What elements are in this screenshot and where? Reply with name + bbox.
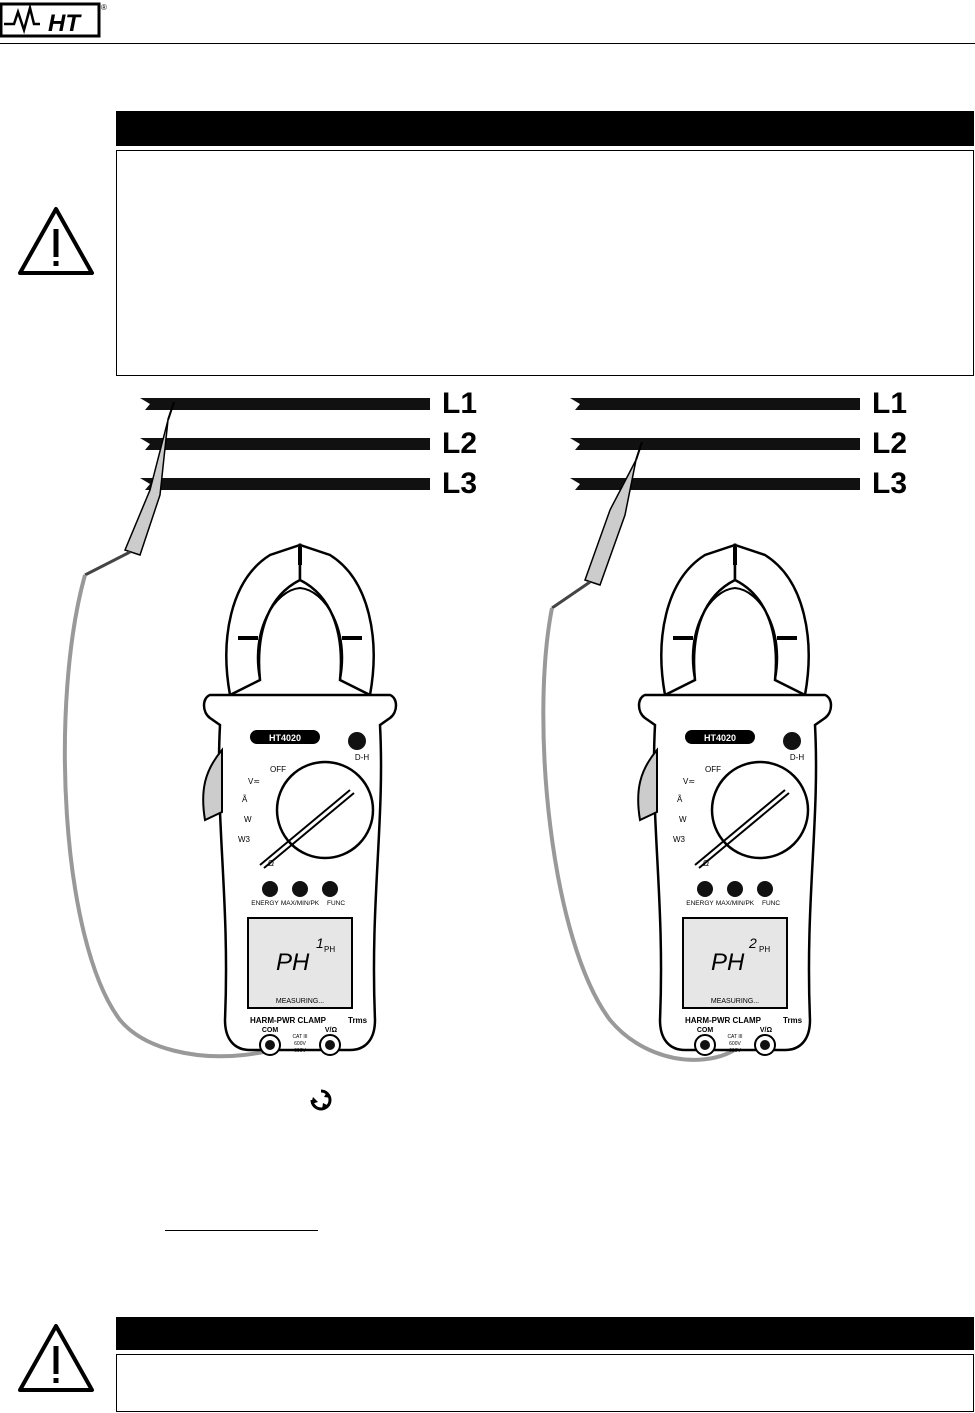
lcd-unit: PH: [759, 945, 770, 954]
cat-label: CAT III: [727, 1034, 742, 1040]
conductor-l1: [140, 398, 430, 410]
meter-model: HT4020: [704, 733, 736, 743]
clamp-meter-left: HT4020 D-H OFF V≂ Ã W W3 Ω ENERGY MAX/MI…: [202, 543, 398, 1056]
dial-label: Ω: [268, 859, 274, 868]
warning-box-content: [116, 150, 974, 376]
test-lead: [541, 607, 762, 1062]
dh-button-label: D-H: [355, 753, 369, 762]
left-connection-diagram: L1 L2 L3 HT4020 D-H OFF V≂ Ã W: [62, 387, 477, 1059]
lcd-display: [247, 917, 353, 1009]
conductor-l2: [140, 438, 430, 450]
lcd-main-text: PH: [276, 949, 310, 976]
warning-triangle-icon: [18, 1324, 94, 1392]
warning-box-header: [116, 111, 974, 146]
button-label: MAX/MIN/PK: [716, 900, 755, 907]
right-connection-diagram: L1 L2 L3 HT4020 D-H OFF V≂ Ã W W3: [541, 387, 907, 1062]
logo-registered-mark: ®: [101, 3, 107, 12]
dial-label: V≂: [683, 777, 695, 786]
dial-label: W: [244, 815, 252, 824]
lcd-status: MEASURING...: [711, 998, 759, 1005]
dh-button-label: D-H: [790, 753, 804, 762]
jack-v-label: V/Ω: [325, 1027, 338, 1034]
dial-label: W3: [673, 835, 686, 844]
jack-com-label: COM: [697, 1027, 714, 1034]
dial-label: OFF: [705, 765, 721, 774]
connection-figure: L1 L2 L3 HT4020 D-H OFF V≂ Ã W: [62, 387, 907, 1062]
line-label-l2: L2: [442, 427, 477, 460]
lcd-phase-number: 1: [316, 935, 324, 951]
button-label: ENERGY: [686, 900, 714, 907]
dial-label: OFF: [270, 765, 286, 774]
dial-label: Ã: [242, 795, 248, 804]
conductor-l2: [570, 438, 860, 450]
conductor-l1: [570, 398, 860, 410]
conductor-l3: [570, 478, 860, 490]
jack-v-label: V/Ω: [760, 1027, 773, 1034]
warning-box-header: [116, 1317, 974, 1350]
rotate-arrows-icon: [310, 1089, 332, 1111]
meter-brand: HARM-PWR CLAMP: [685, 1016, 762, 1025]
header-rule: [0, 43, 975, 44]
dial-label: Ã: [677, 795, 683, 804]
lcd-main-text: PH: [711, 949, 745, 976]
line-label-l3: L3: [442, 467, 477, 500]
dial-label: Ω: [703, 859, 709, 868]
button-label: FUNC: [327, 900, 345, 907]
logo-text: HT: [48, 10, 82, 37]
meter-trms: Trms: [783, 1016, 803, 1025]
meter-model: HT4020: [269, 733, 301, 743]
button-label: MAX/MIN/PK: [281, 900, 320, 907]
lcd-phase-number: 2: [748, 935, 757, 951]
conductor-l3: [140, 478, 430, 490]
lcd-status: MEASURING...: [276, 998, 324, 1005]
test-probe: [584, 459, 637, 586]
clamp-meter-right: HT4020 D-H OFF V≂ Ã W W3 Ω ENERGY MAX/MI…: [637, 543, 833, 1056]
cat-label: 600V: [729, 1041, 741, 1047]
button-label: FUNC: [762, 900, 780, 907]
test-probe: [123, 419, 169, 556]
line-label-l1: L1: [442, 387, 477, 420]
lcd-display: [682, 917, 788, 1009]
dial-label: W: [679, 815, 687, 824]
ht-logo: HT ®: [0, 2, 107, 38]
line-label-l2: L2: [872, 427, 907, 460]
lcd-unit: PH: [324, 945, 335, 954]
dial-label: V≂: [248, 777, 260, 786]
meter-trms: Trms: [348, 1016, 368, 1025]
cat-label: 600V: [294, 1041, 306, 1047]
section-underline: [165, 1230, 318, 1231]
cat-label: 600V: [294, 1048, 306, 1054]
jack-com-label: COM: [262, 1027, 279, 1034]
dial-label: W3: [238, 835, 251, 844]
cat-label: CAT III: [292, 1034, 307, 1040]
meter-brand: HARM-PWR CLAMP: [250, 1016, 327, 1025]
cat-label: 600V: [729, 1048, 741, 1054]
warning-box-content: [116, 1354, 974, 1412]
button-label: ENERGY: [251, 900, 279, 907]
warning-triangle-icon: [18, 207, 94, 275]
line-label-l3: L3: [872, 467, 907, 500]
line-label-l1: L1: [872, 387, 907, 420]
